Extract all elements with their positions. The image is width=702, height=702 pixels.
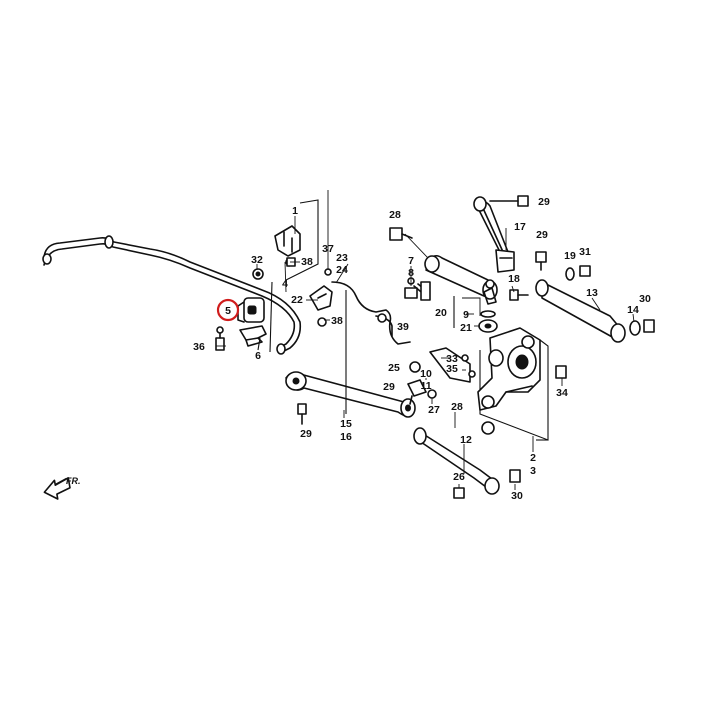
callout-35: 35	[446, 363, 458, 375]
callout-13: 13	[586, 287, 598, 299]
callout-26: 26	[453, 471, 465, 483]
callout-8: 8	[408, 267, 414, 279]
washer-14	[629, 320, 641, 336]
callout-12: 12	[460, 434, 472, 446]
group-frames	[257, 281, 548, 441]
highlight-marker	[216, 298, 240, 322]
callout-34: 34	[556, 387, 568, 399]
callout-21: 21	[460, 322, 472, 334]
callout-31: 31	[579, 246, 591, 258]
knuckle	[477, 327, 541, 435]
callout-37: 37	[322, 243, 334, 255]
callout-27: 27	[428, 404, 440, 416]
stabilizer-link	[404, 277, 431, 301]
callout-20: 20	[435, 307, 447, 319]
callout-19: 19	[564, 250, 576, 262]
stabilizer-bushing	[237, 297, 265, 323]
callout-6: 6	[255, 350, 261, 362]
callout-labels: 1 2 3 4 5 6 7 8 9 10 11 12 13 14 15 16 1…	[193, 196, 651, 502]
bolt-29-top	[489, 195, 529, 207]
bolt-29-mid	[535, 251, 547, 271]
lower-arm-12	[413, 427, 500, 499]
washer-19	[565, 267, 575, 281]
sensor-bolt-cluster	[429, 347, 476, 383]
leader-lines	[216, 216, 635, 490]
lower-link	[407, 361, 437, 405]
callout-36: 36	[193, 341, 205, 353]
callout-11: 11	[420, 380, 431, 392]
callout-29-top: 29	[538, 196, 550, 208]
callout-30-bottom: 30	[511, 490, 523, 502]
callout-15: 15	[340, 418, 352, 430]
callout-18: 18	[508, 273, 520, 285]
nut-30-bottom	[509, 469, 521, 483]
callout-22: 22	[291, 294, 303, 306]
callout-1: 1	[292, 205, 298, 217]
callout-16: 16	[340, 431, 352, 443]
callout-29-mid: 29	[536, 229, 548, 241]
toe-arm	[473, 196, 515, 273]
front-direction-arrow: FR.	[43, 476, 81, 500]
callout-25: 25	[388, 362, 400, 374]
callout-23: 23	[336, 252, 348, 264]
upper-arm-a	[424, 254, 498, 300]
callout-4: 4	[282, 278, 288, 290]
stabilizer-bar	[42, 235, 302, 355]
callout-24: 24	[336, 264, 348, 276]
callout-5: 5	[225, 305, 231, 317]
callout-10: 10	[420, 368, 432, 380]
callout-33: 33	[446, 353, 458, 365]
callout-29-side: 29	[383, 381, 395, 393]
callout-9: 9	[463, 309, 469, 321]
callout-28-bottom: 28	[451, 401, 463, 413]
callout-30-right: 30	[639, 293, 651, 305]
callout-2: 2	[530, 452, 536, 464]
callout-32: 32	[251, 254, 263, 266]
callout-39: 39	[397, 321, 409, 333]
callout-38-top: 38	[301, 256, 313, 268]
callout-7: 7	[408, 255, 414, 267]
bolt-18	[509, 289, 529, 301]
nut-31	[579, 265, 591, 277]
lower-arm	[285, 371, 416, 418]
upper-arm-13	[535, 279, 626, 343]
callout-3: 3	[530, 465, 536, 477]
callout-38-mid: 38	[331, 315, 343, 327]
callout-14: 14	[627, 304, 639, 316]
abs-sensor-wire	[331, 281, 411, 345]
callout-17: 17	[514, 221, 526, 233]
front-direction-label: FR.	[66, 476, 81, 486]
bolt-29-lower	[297, 403, 307, 425]
nut-32	[252, 268, 264, 280]
nut-34	[555, 365, 567, 379]
nut-30-right	[643, 319, 655, 333]
callout-29-bottom: 29	[300, 428, 312, 440]
flange-bolt-36	[215, 326, 225, 351]
bushing-holder	[239, 325, 267, 347]
ball-joint	[462, 279, 498, 333]
callout-28-top: 28	[389, 209, 401, 221]
